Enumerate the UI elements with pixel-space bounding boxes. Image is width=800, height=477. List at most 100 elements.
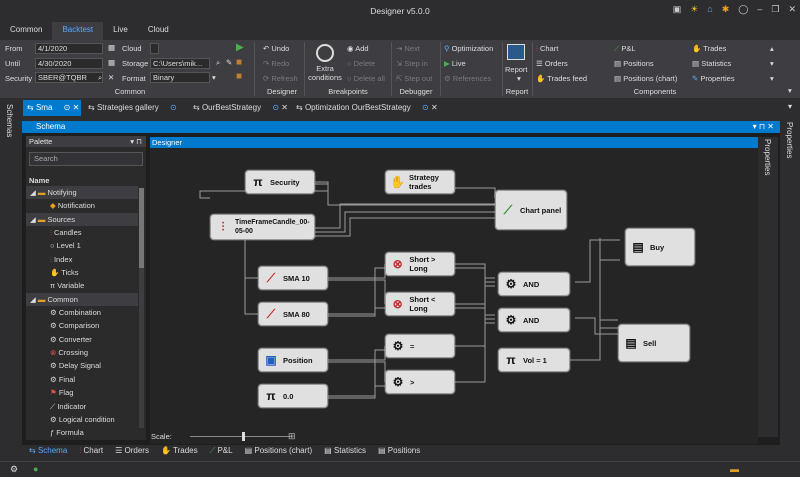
palette-item-notification[interactable]: ◆ Notification bbox=[50, 201, 95, 211]
palette-item-level1[interactable]: ○ Level 1 bbox=[50, 241, 81, 251]
component-statistics[interactable]: ▤ Statistics bbox=[692, 59, 732, 68]
extra-conditions-button[interactable]: Extra conditions bbox=[308, 64, 342, 82]
component-chart[interactable]: ⫶ Chart bbox=[536, 44, 559, 53]
tab-common[interactable]: Common bbox=[10, 25, 43, 34]
refresh-button[interactable]: ⟳ Refresh bbox=[263, 74, 298, 83]
doc-tab-sma[interactable]: ⇆ Sma ⊙ ✕ bbox=[23, 100, 81, 116]
tab-pin-icon[interactable]: ⊙ bbox=[272, 103, 280, 112]
bottom-tab-schema[interactable]: ⇆ Schema bbox=[29, 446, 68, 455]
stop-icon[interactable]: ■ bbox=[236, 71, 243, 82]
doc-tab-our-best-strategy[interactable]: ⇆ OurBestStrategy ⊙ ✕ bbox=[193, 103, 288, 112]
step-out-button[interactable]: ⇱ Step out bbox=[396, 74, 433, 83]
node-greater-than[interactable]: ⚙> bbox=[385, 370, 455, 394]
node-short-gt-long[interactable]: ⊗Short > Long bbox=[385, 252, 455, 276]
delete-breakpoint-button[interactable]: ○ Delete bbox=[347, 59, 376, 68]
start-icon[interactable]: ▶ bbox=[236, 42, 244, 53]
palette-item-delay-signal[interactable]: ⚙ Delay Signal bbox=[50, 361, 101, 371]
palette-item-combination[interactable]: ⚙ Combination bbox=[50, 308, 101, 318]
palette-item-ticks[interactable]: ✋ Ticks bbox=[50, 268, 79, 278]
node-candles[interactable]: ⫶TimeFrameCandle_00-05-00 bbox=[210, 214, 315, 240]
tabs-dropdown-icon[interactable]: ▾ bbox=[788, 102, 793, 111]
live-button[interactable]: ▶ Live bbox=[444, 59, 466, 68]
format-chevron-down-icon[interactable]: ▾ bbox=[212, 73, 216, 82]
palette-category-common[interactable]: ◢ ▬ Common bbox=[26, 292, 138, 307]
scale-slider-thumb[interactable] bbox=[242, 432, 245, 441]
tab-pin-icon[interactable]: ⊙ bbox=[63, 103, 71, 112]
inner-properties-tab[interactable]: Properties bbox=[763, 139, 772, 176]
screenshot-icon[interactable]: ▣ bbox=[672, 4, 682, 14]
next-button[interactable]: ⇥ Next bbox=[396, 44, 420, 53]
tab-close-icon[interactable]: ✕ bbox=[281, 103, 288, 112]
bottom-tab-chart[interactable]: ⫶ Chart bbox=[79, 446, 104, 455]
node-sma10[interactable]: ⟋SMA 10 bbox=[258, 266, 328, 290]
report-chevron-down-icon[interactable]: ▾ bbox=[517, 74, 521, 83]
ribbon-collapse-icon[interactable]: ▾ bbox=[788, 86, 792, 95]
palette-search-input[interactable]: Search bbox=[29, 152, 143, 166]
palette-controls[interactable]: ▾ ⊓ bbox=[130, 137, 142, 146]
clear-icon[interactable]: ✕ bbox=[108, 73, 115, 82]
pause-icon[interactable]: ■ bbox=[236, 57, 243, 68]
schemas-panel-tab[interactable]: Schemas bbox=[5, 104, 14, 138]
component-positions-chart[interactable]: ▤ Positions (chart) bbox=[614, 74, 678, 83]
scroll-up-icon[interactable]: ▴ bbox=[770, 44, 774, 53]
palette-scrollbar[interactable] bbox=[139, 188, 144, 428]
redo-button[interactable]: ↷ Redo bbox=[263, 59, 290, 68]
schema-panel-controls[interactable]: ▾ ⊓ ✕ bbox=[752, 122, 774, 131]
node-sell[interactable]: ▤Sell bbox=[618, 324, 690, 362]
palette-item-converter[interactable]: ⚙ Converter bbox=[50, 334, 92, 344]
add-breakpoint-button[interactable]: ◉ Add bbox=[347, 44, 369, 53]
node-sma80[interactable]: ⟋SMA 80 bbox=[258, 302, 328, 326]
node-short-lt-long[interactable]: ⊗Short < Long bbox=[385, 292, 455, 316]
palette-item-formula[interactable]: ƒ Formula bbox=[50, 428, 84, 438]
properties-panel-tab[interactable]: Properties bbox=[785, 122, 794, 159]
calendar-until-icon[interactable]: ▦ bbox=[108, 58, 116, 67]
theme-sun-icon[interactable]: ☀ bbox=[690, 4, 699, 14]
storage-field[interactable]: C:\Users\mik... bbox=[150, 58, 210, 69]
palette-item-logical-condition[interactable]: ⚙ Logical condition bbox=[50, 414, 115, 424]
palette-item-candles[interactable]: ⫶ Candles bbox=[50, 228, 82, 238]
storage-search-icon[interactable]: ⌕ bbox=[216, 58, 221, 67]
format-select[interactable]: Binary bbox=[150, 72, 210, 83]
tab-close-icon[interactable]: ✕ bbox=[72, 103, 80, 112]
cloud-checkbox[interactable] bbox=[150, 43, 159, 54]
palette-item-final[interactable]: ⚙ Final bbox=[50, 374, 76, 384]
palette-category-sources[interactable]: ◢ ▬ Sources bbox=[26, 212, 138, 227]
settings-icon[interactable]: ⚙ bbox=[10, 464, 19, 474]
scroll-down-icon[interactable]: ▾ bbox=[770, 59, 774, 68]
component-trades[interactable]: ✋ Trades bbox=[692, 44, 727, 53]
node-position[interactable]: ▣Position bbox=[258, 348, 328, 372]
undo-button[interactable]: ↶ Undo bbox=[263, 44, 290, 53]
fit-view-icon[interactable]: ⊞ bbox=[288, 431, 296, 441]
component-trades-feed[interactable]: ✋ Trades feed bbox=[536, 74, 588, 83]
palette-item-indicator[interactable]: ⟋ Indicator bbox=[50, 401, 87, 411]
bottom-tab-pnl[interactable]: ⟋ P&L bbox=[209, 446, 233, 455]
palette-item-variable[interactable]: π Variable bbox=[50, 281, 85, 291]
node-equals[interactable]: ⚙= bbox=[385, 334, 455, 358]
tab-pin-icon[interactable]: ⊙ bbox=[169, 103, 177, 112]
close-icon[interactable]: ✕ bbox=[788, 4, 796, 14]
doc-tab-strategies-gallery[interactable]: ⇆ Strategies gallery ⊙ bbox=[88, 103, 177, 112]
bottom-tab-statistics[interactable]: ▤ Statistics bbox=[324, 446, 366, 455]
doc-tab-optimization[interactable]: ⇆ Optimization OurBestStrategy ⊙ ✕ bbox=[296, 103, 438, 112]
extra-conditions-icon[interactable] bbox=[316, 44, 334, 62]
expand-icon[interactable]: ▾ bbox=[770, 74, 774, 83]
node-and-2[interactable]: ⚙AND bbox=[498, 308, 570, 332]
delete-all-breakpoints-button[interactable]: ○ Delete all bbox=[347, 74, 385, 83]
open-folder-icon[interactable]: ▬ bbox=[730, 464, 739, 474]
search-icon[interactable]: ⌕ bbox=[98, 73, 103, 82]
bottom-tab-trades[interactable]: ✋ Trades bbox=[160, 446, 198, 455]
security-field[interactable]: SBER@TQBR bbox=[35, 72, 103, 83]
connection-status-icon[interactable]: ● bbox=[33, 464, 39, 474]
bug-icon[interactable]: ✱ bbox=[721, 4, 730, 14]
references-button[interactable]: ⚙ References bbox=[444, 74, 492, 83]
node-chart-panel[interactable]: ⟋Chart panel bbox=[495, 190, 567, 230]
calendar-from-icon[interactable]: ▦ bbox=[108, 43, 116, 52]
node-buy[interactable]: ▤Buy bbox=[625, 228, 695, 266]
component-orders[interactable]: ☰ Orders bbox=[536, 59, 568, 68]
palette-item-crossing[interactable]: ⊗ Crossing bbox=[50, 348, 88, 358]
from-date-field[interactable]: 4/1/2020 bbox=[35, 43, 103, 54]
component-pnl[interactable]: ⟋ P&L bbox=[614, 44, 636, 53]
minimize-icon[interactable]: – bbox=[757, 4, 763, 14]
